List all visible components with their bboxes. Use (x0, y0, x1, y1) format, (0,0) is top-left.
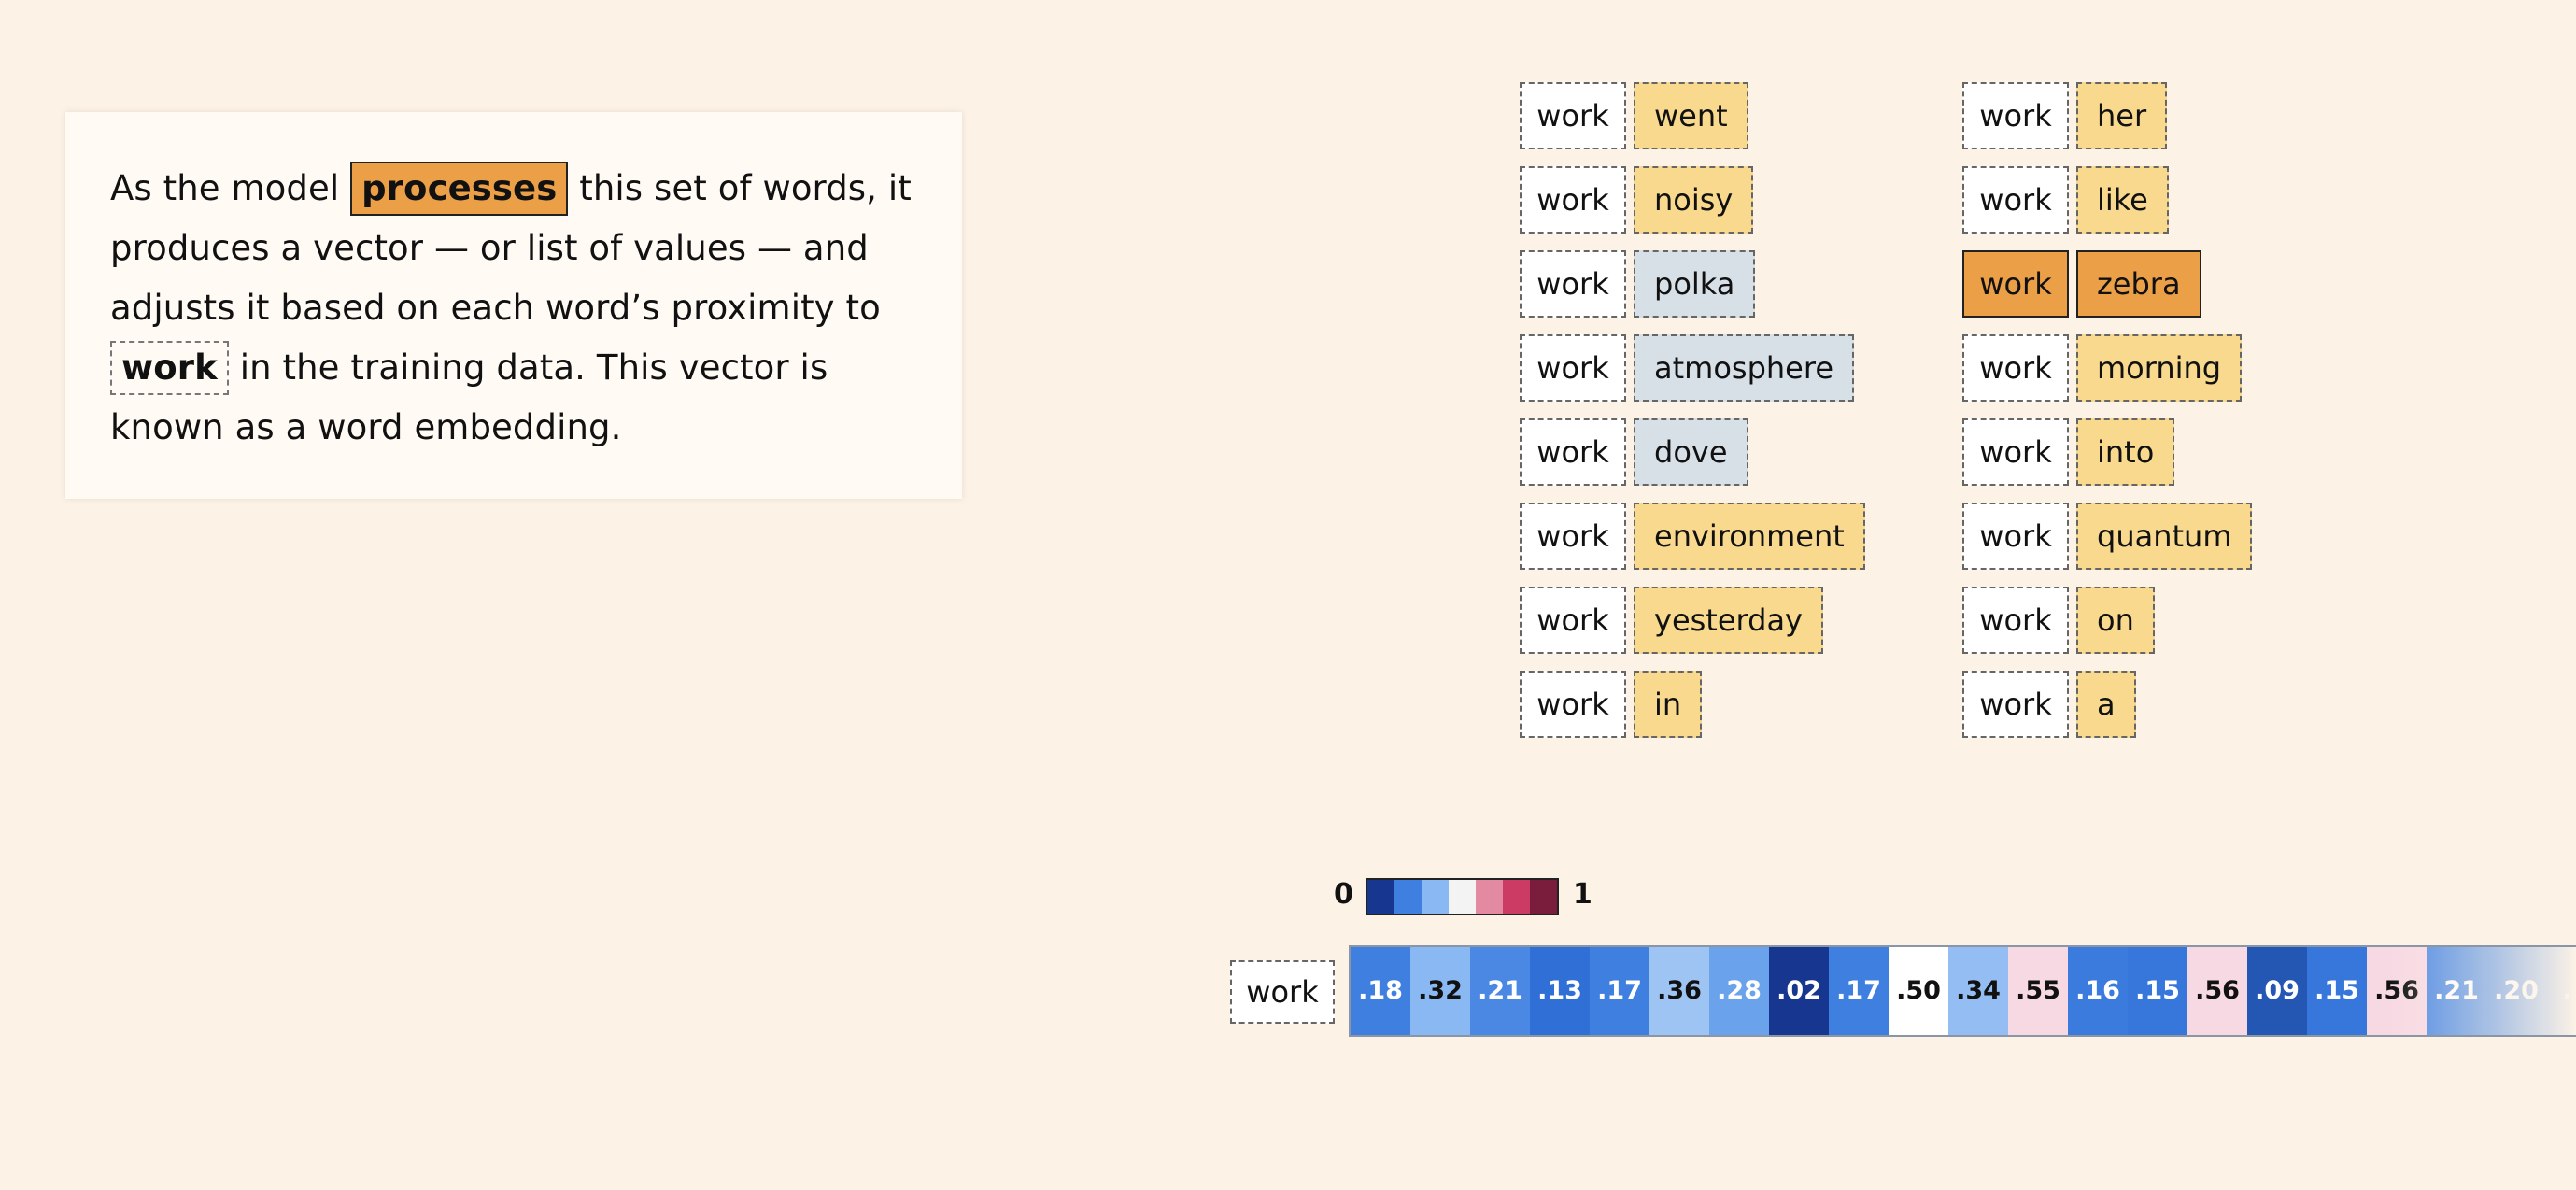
vector-cell: .56 (2187, 947, 2247, 1035)
anchor-word-chip: work (1520, 82, 1626, 149)
target-word-chip: work (110, 341, 229, 395)
legend-swatch (1449, 880, 1476, 914)
vector-cell: .55 (2008, 947, 2068, 1035)
anchor-word-chip: work (1962, 166, 2069, 234)
anchor-word-chip: work (1520, 503, 1626, 570)
anchor-word-chip: work (1520, 418, 1626, 486)
explanation-part-2: this set of words, it produces a vector … (110, 168, 912, 328)
vector-cell: .32 (1410, 947, 1470, 1035)
context-word-chip: environment (1634, 503, 1865, 570)
vector-cell: .17 (1829, 947, 1889, 1035)
anchor-word-chip: work (1520, 334, 1626, 402)
anchor-word-chip: work (1962, 82, 2069, 149)
vector-cell: .16 (2068, 947, 2128, 1035)
legend-color-scale (1366, 878, 1559, 915)
vector-cell: .34 (1948, 947, 2008, 1035)
legend-swatch (1394, 880, 1422, 914)
vector-cell: .36 (1649, 947, 1709, 1035)
vector-cell: .15 (2128, 947, 2187, 1035)
vector-cell: .09 (2247, 947, 2307, 1035)
context-word-chip: in (1634, 671, 1703, 738)
explanation-part-1: As the model (110, 168, 340, 208)
vector-cell: .50 (1889, 947, 1948, 1035)
anchor-word-chip: work (1962, 503, 2069, 570)
highlight-word-chip: processes (350, 162, 569, 216)
legend-swatch (1503, 880, 1530, 914)
context-word-chip: on (2076, 587, 2155, 654)
anchor-word-chip: work (1962, 418, 2069, 486)
context-word-chip: zebra (2076, 250, 2201, 318)
legend-min-label: 0 (1334, 878, 1353, 911)
explanation-card: As the model processes this set of words… (65, 112, 962, 499)
context-word-chip: like (2076, 166, 2169, 234)
embedding-vector: .18.32.21.13.17.36.28.02.17.50.34.55.16.… (1349, 945, 2576, 1037)
vector-word-chip: work (1230, 960, 1335, 1024)
anchor-word-chip: work (1520, 587, 1626, 654)
context-word-chip: atmosphere (1634, 334, 1854, 402)
context-word-chip: dove (1634, 418, 1748, 486)
anchor-word-chip: work (1962, 250, 2069, 318)
vector-cell: .13 (1530, 947, 1590, 1035)
context-word-chip: into (2076, 418, 2175, 486)
legend-swatch (1530, 880, 1557, 914)
context-word-chip: polka (1634, 250, 1756, 318)
anchor-word-chip: work (1520, 671, 1626, 738)
anchor-word-chip: work (1962, 587, 2069, 654)
context-word-chip: noisy (1634, 166, 1754, 234)
embedding-vector-cells: .18.32.21.13.17.36.28.02.17.50.34.55.16.… (1351, 947, 2576, 1035)
context-word-chip: went (1634, 82, 1748, 149)
context-word-chip: a (2076, 671, 2136, 738)
context-word-chip: morning (2076, 334, 2243, 402)
vector-cell: .02 (1769, 947, 1829, 1035)
legend-swatch (1476, 880, 1503, 914)
context-word-chip: quantum (2076, 503, 2253, 570)
vector-cell: .28 (1709, 947, 1769, 1035)
anchor-word-chip: work (1962, 671, 2069, 738)
context-word-chip: her (2076, 82, 2168, 149)
explanation-text: As the model processes this set of words… (110, 159, 917, 458)
legend-swatch (1422, 880, 1449, 914)
vector-cell: .18 (1351, 947, 1410, 1035)
explanation-part-3: in the training data. This vector is kno… (110, 347, 828, 447)
vector-cell: .21 (1470, 947, 1530, 1035)
anchor-word-chip: work (1962, 334, 2069, 402)
context-word-chip: yesterday (1634, 587, 1823, 654)
vector-fade-overlay (2389, 947, 2576, 1035)
anchor-word-chip: work (1520, 250, 1626, 318)
anchor-word-chip: work (1520, 166, 1626, 234)
legend-swatch (1367, 880, 1394, 914)
vector-cell: .17 (1590, 947, 1649, 1035)
vector-cell: .15 (2307, 947, 2367, 1035)
legend-max-label: 1 (1573, 878, 1592, 911)
